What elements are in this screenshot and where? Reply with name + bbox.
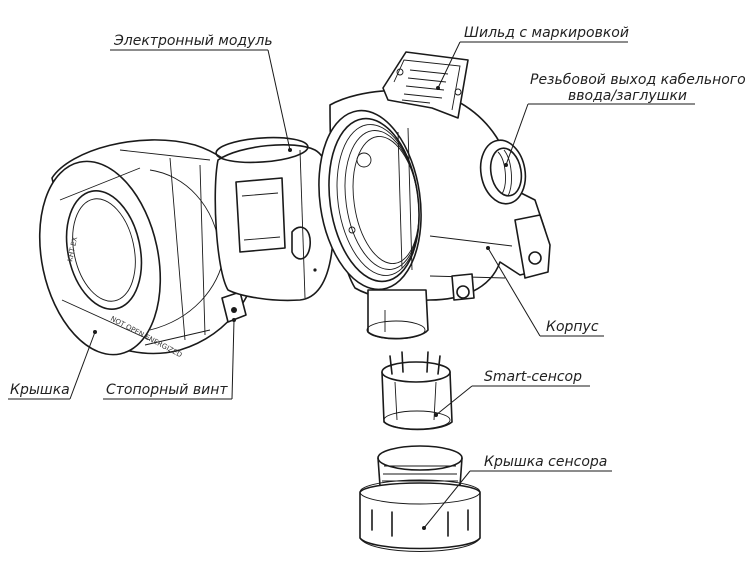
label-thread-output-line2: ввода/заглушки [568, 88, 687, 104]
label-smart-sensor: Smart-сенсор [484, 369, 582, 385]
smart-sensor-part [381, 351, 453, 431]
label-cover: Крышка [10, 382, 70, 398]
label-nameplate: Шильд с маркировкой [464, 25, 629, 41]
lock-screw-part [221, 291, 247, 323]
electronic-module-part [214, 136, 335, 302]
sensor-cover-part [359, 445, 481, 552]
nameplate-part [382, 51, 469, 119]
housing-part [318, 89, 551, 340]
label-electronic-module: Электронный модуль [113, 33, 273, 49]
cover-part: KHT-EX NOT OPEN ENERGIZED [38, 139, 263, 359]
label-thread-output-line1: Резьбовой выход кабельного [530, 72, 746, 88]
label-lock-screw: Стопорный винт [106, 382, 228, 398]
label-housing: Корпус [546, 319, 599, 335]
label-sensor-cover: Крышка сенсора [484, 454, 607, 470]
leader-lines [8, 41, 695, 530]
